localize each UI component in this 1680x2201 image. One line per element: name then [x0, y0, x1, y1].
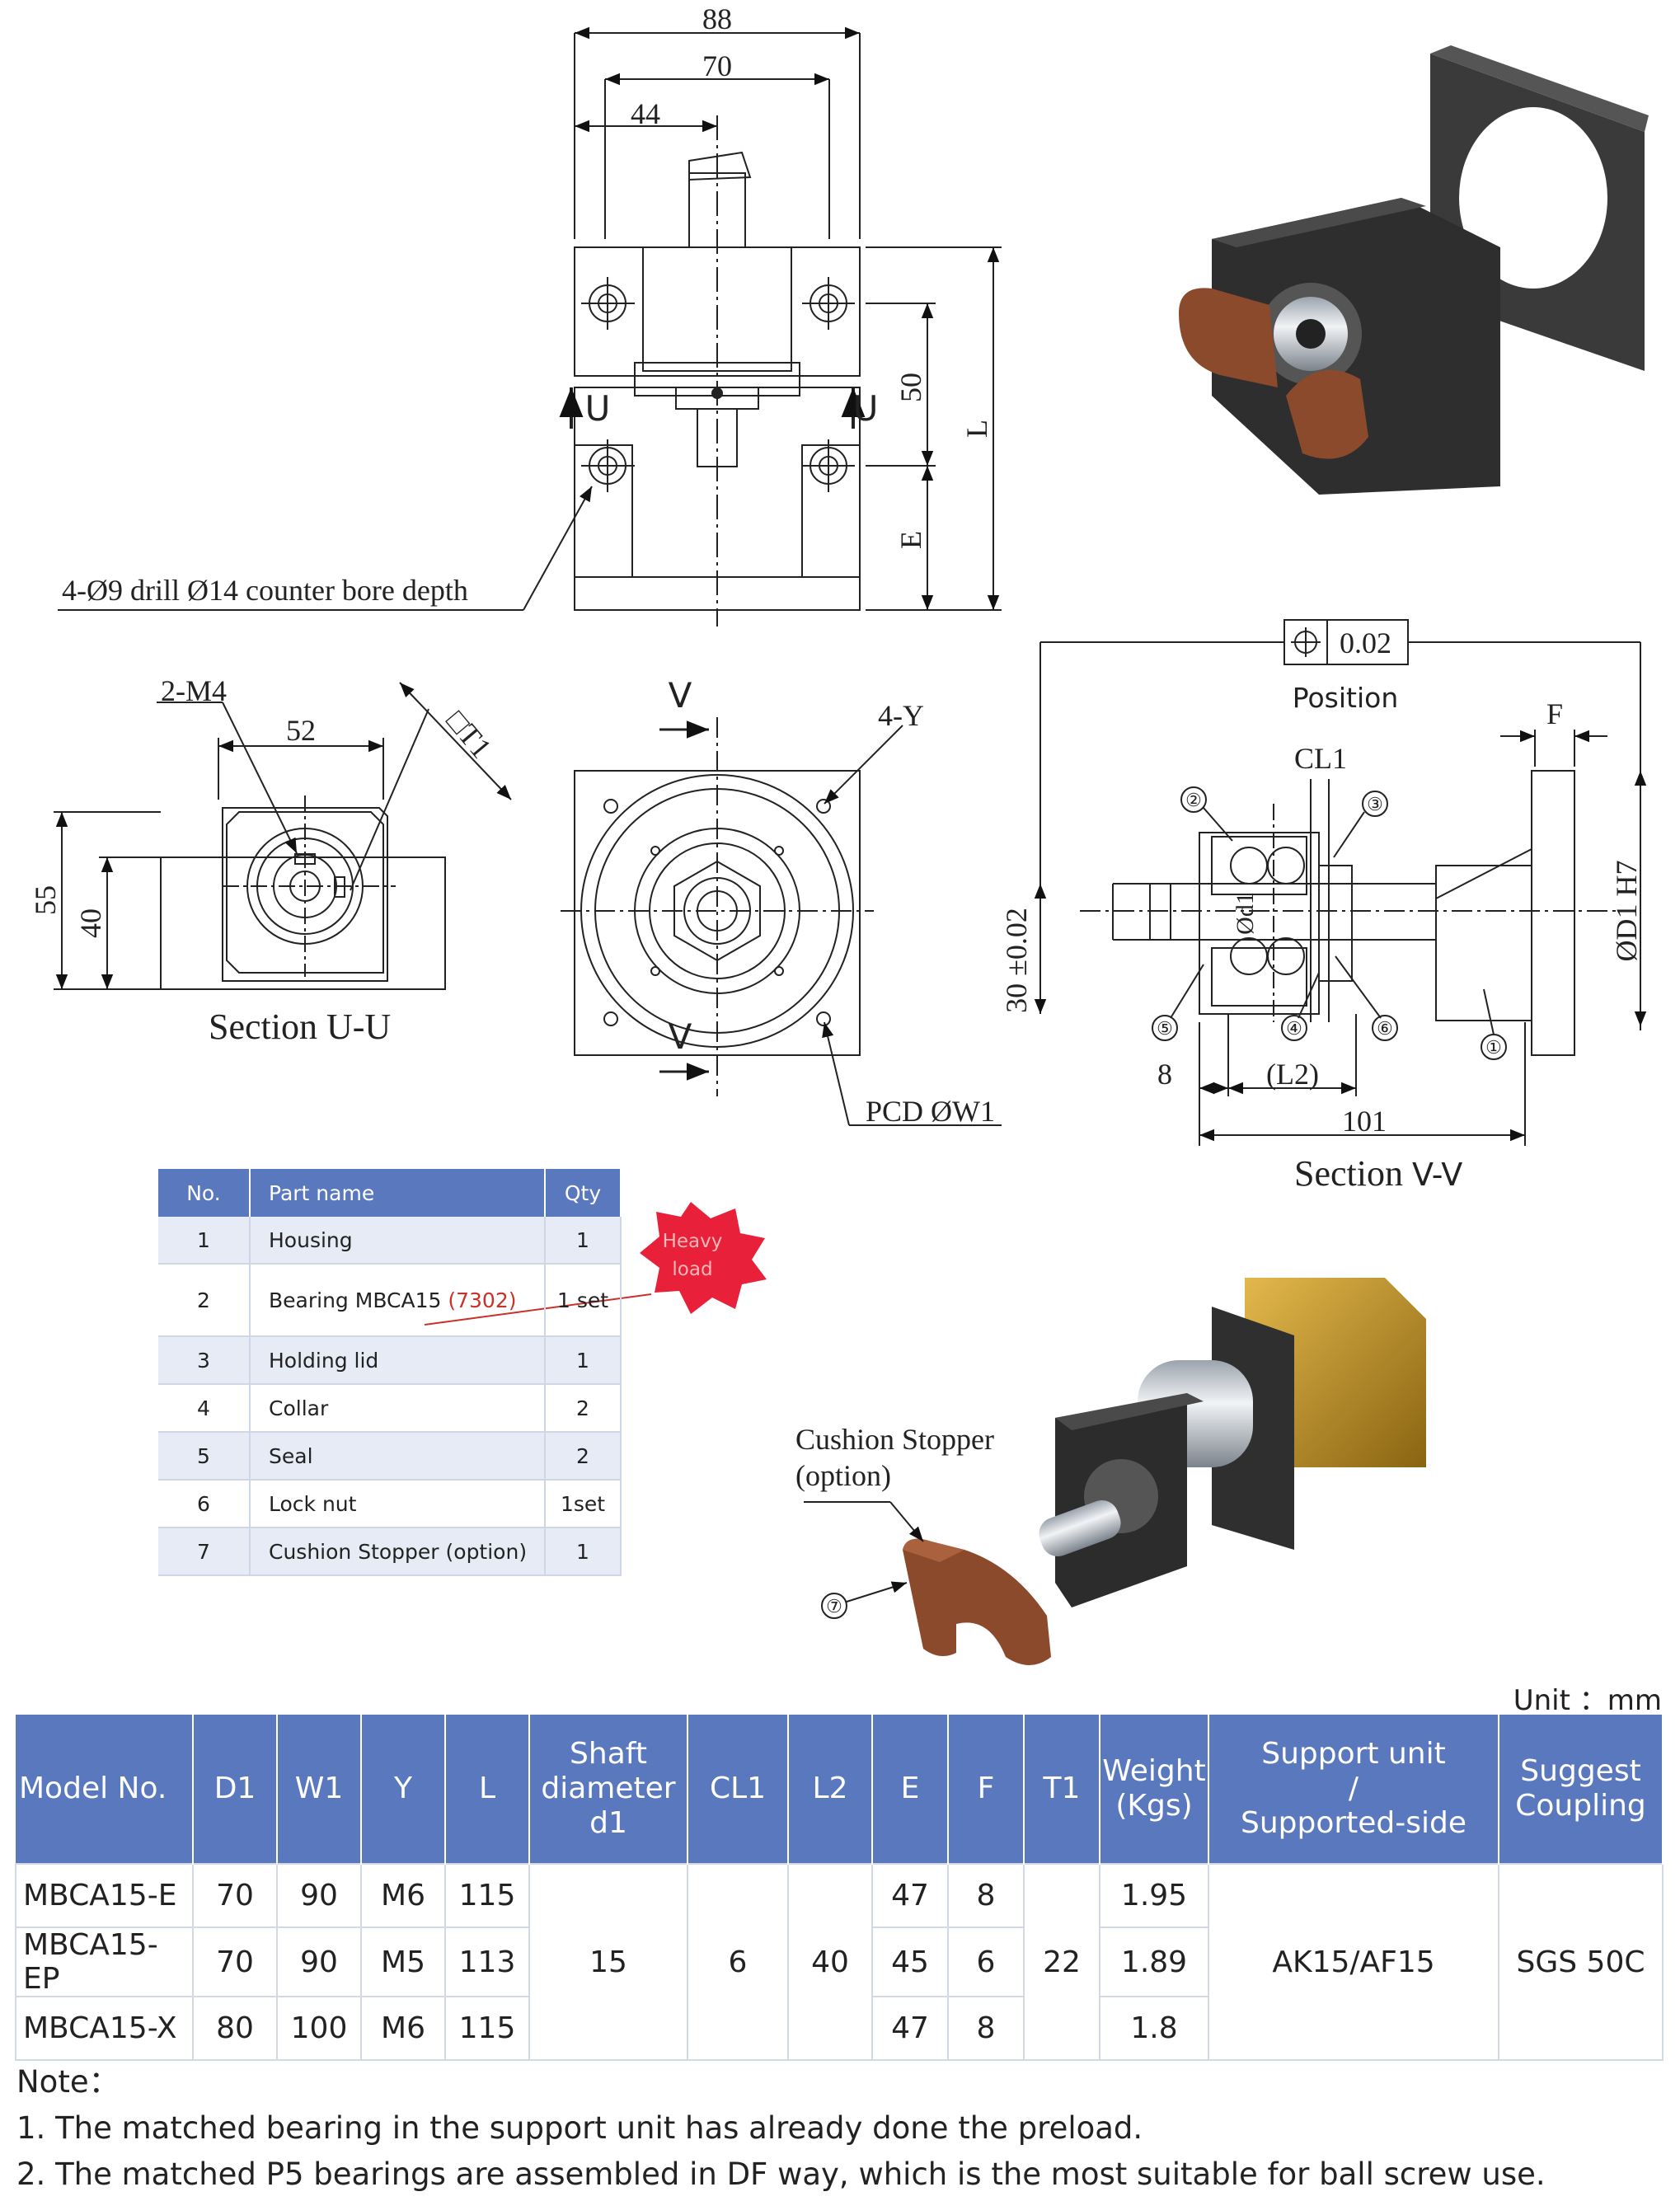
spec-header-t1: T1	[1024, 1715, 1100, 1864]
callout-2: ②	[1185, 790, 1202, 810]
dim-70: 70	[702, 49, 732, 82]
shaft-diameter-cell: 15	[528, 1863, 688, 2061]
support-unit-render	[1179, 45, 1649, 495]
holes-4y: 4-Y	[878, 699, 924, 732]
cl1-label: CL1	[1294, 742, 1347, 775]
dim-88: 88	[702, 2, 732, 35]
callout-7: ⑦	[826, 1596, 842, 1617]
d1-h7-label: ØD1 H7	[1610, 861, 1643, 962]
dim-52: 52	[286, 714, 316, 747]
t1-cell: 22	[1023, 1863, 1100, 2061]
hole-note: 4-Ø9 drill Ø14 counter bore depth	[62, 574, 468, 607]
spec-header-w1: W1	[277, 1715, 362, 1864]
section-mark-u-left: U	[585, 388, 611, 429]
dim-l2: (L2)	[1266, 1058, 1319, 1091]
section-mark-u-right: U	[853, 388, 879, 429]
spec-header-l2: L2	[788, 1715, 873, 1864]
pcd-label: PCD ØW1	[866, 1095, 995, 1128]
cushion-label-b: (option)	[795, 1459, 891, 1492]
bearing-cell: Bearing MBCA15 (7302)	[250, 1264, 546, 1337]
dim-8: 8	[1157, 1058, 1172, 1091]
dim-101: 101	[1342, 1105, 1387, 1138]
support-unit-cell: AK15/AF15	[1208, 1863, 1499, 2061]
table-row: 6 Lock nut 1set	[158, 1480, 622, 1528]
top-view	[58, 26, 1002, 627]
heavy-load-burst: Heavy load	[424, 1202, 767, 1326]
section-vv-title: Section V-V	[1294, 1153, 1462, 1194]
spec-header-model: Model No.	[16, 1715, 194, 1864]
note-item: 2. The matched P5 bearings are assembled…	[16, 2156, 1546, 2192]
table-row: 2 Bearing MBCA15 (7302) 1 set	[158, 1264, 622, 1337]
spec-header-e: E	[872, 1715, 949, 1864]
dim-L: L	[960, 420, 993, 438]
table-row: 5 Seal 2	[158, 1432, 622, 1481]
callout-6: ⑥	[1377, 1018, 1393, 1039]
dim-44: 44	[631, 97, 660, 130]
notes-title: Note：	[16, 2064, 120, 2100]
callout-3: ③	[1367, 794, 1383, 814]
section-mark-v-top: V	[669, 675, 692, 716]
coupling-cell: SGS 50C	[1498, 1863, 1664, 2061]
t1-label: □T1	[440, 704, 498, 764]
spec-header-weight: Weight(Kgs)	[1100, 1715, 1209, 1864]
cushion-label-a: Cushion Stopper	[795, 1423, 994, 1456]
burst-line1: Heavy	[663, 1231, 723, 1252]
section-uu-view	[54, 682, 512, 990]
callout-4: ④	[1286, 1018, 1302, 1039]
l2-cell: 40	[787, 1863, 873, 2061]
parts-header-name: Part name	[250, 1169, 546, 1217]
parts-table: No. Part name Qty 1 Housing 1 2 Bearing …	[158, 1169, 622, 1576]
spec-header-y: Y	[361, 1715, 446, 1864]
parts-header-no: No.	[158, 1169, 251, 1217]
cushion-stopper-render	[903, 1538, 1051, 1665]
table-row: MBCA15-X 80 100 M6 115 47 8 1.8	[15, 1996, 1663, 2061]
notes: Note： 1. The matched bearing in the supp…	[16, 2059, 1546, 2198]
section-vv-view	[1034, 619, 1647, 1146]
spec-header-support: Support unit/Supported-side	[1208, 1715, 1499, 1864]
shaft-d1-label: Ød1	[1232, 892, 1259, 935]
section-uu-title: Section U-U	[209, 1007, 391, 1047]
f-label: F	[1546, 697, 1563, 730]
table-row: MBCA15-E 70 90 M6 115 15 6 40 47 8 22 1.…	[15, 1863, 1664, 2061]
table-row: 4 Collar 2	[158, 1384, 622, 1433]
table-row: 1 Housing 1	[158, 1217, 622, 1265]
unit-label: Unit ：mm	[1513, 1684, 1662, 1717]
parts-header-qty: Qty	[545, 1169, 622, 1217]
dim-55: 55	[29, 885, 62, 915]
table-row: 7 Cushion Stopper (option) 1	[158, 1528, 622, 1576]
motor-assembly-render	[1039, 1278, 1426, 1607]
dim-50: 50	[894, 373, 927, 402]
dim-30-tol: 30 ±0.02	[1000, 908, 1033, 1013]
note-item: 1. The matched bearing in the support un…	[16, 2110, 1143, 2146]
table-row: MBCA15-EP 70 90 M5 113 45 6 1.89	[15, 1926, 1663, 1997]
dim-40: 40	[74, 908, 107, 938]
section-mark-v-bottom: V	[669, 1016, 692, 1057]
position-label: Position	[1293, 682, 1399, 714]
table-row: 3 Holding lid 1	[158, 1336, 622, 1385]
dim-E: E	[894, 531, 927, 549]
cl1-cell: 6	[687, 1863, 789, 2061]
tolerance-value: 0.02	[1340, 627, 1391, 659]
callout-1: ①	[1485, 1037, 1502, 1058]
front-view	[561, 717, 1002, 1126]
spec-header-d1: D1	[193, 1715, 278, 1864]
spec-header-l: L	[445, 1715, 530, 1864]
spec-header-cl1: CL1	[687, 1715, 789, 1864]
technical-drawing: Heavy load 88 70 44 50 L E 4-Ø9 drill Ø1…	[29, 2, 1649, 1665]
burst-line2: load	[672, 1259, 712, 1280]
spec-header-f: F	[948, 1715, 1025, 1864]
callout-5: ⑤	[1157, 1018, 1173, 1039]
m4-label: 2-M4	[161, 674, 227, 707]
